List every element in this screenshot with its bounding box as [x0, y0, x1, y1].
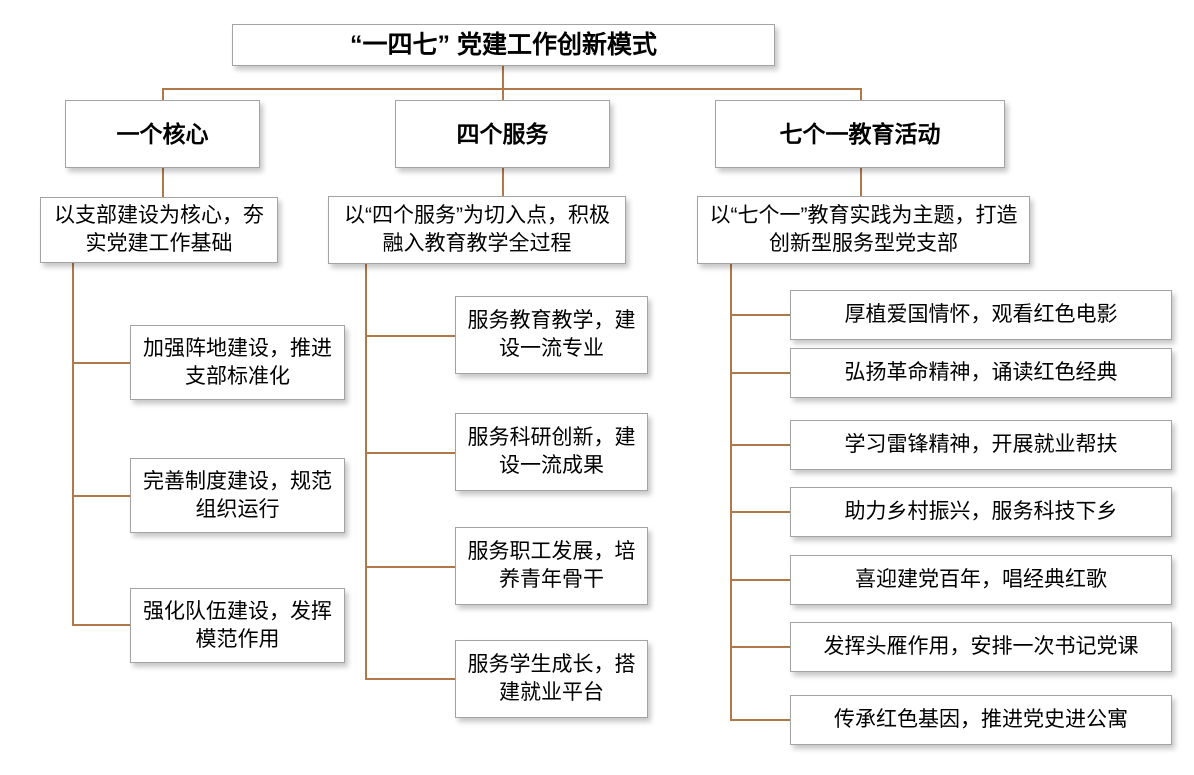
connector-line — [162, 88, 862, 90]
leaf-item: 传承红色基因，推进党史进公寓 — [790, 695, 1172, 745]
connector-line — [502, 88, 504, 101]
connector-line — [162, 168, 164, 198]
connector-line — [730, 719, 790, 721]
connector-line — [730, 372, 790, 374]
branch-description: 以“四个服务”为切入点，积极融入教育教学全过程 — [328, 196, 626, 264]
connector-line — [730, 511, 790, 513]
branch-header-seven-ones: 七个一教育活动 — [715, 100, 1005, 168]
connector-line — [365, 566, 455, 568]
connector-line — [730, 314, 790, 316]
connector-line — [860, 88, 862, 101]
connector-line — [860, 168, 862, 197]
leaf-item: 服务职工发展，培养青年骨干 — [455, 527, 648, 605]
connector-line — [730, 579, 790, 581]
connector-line — [365, 678, 455, 680]
connector-line — [365, 335, 455, 337]
leaf-item: 喜迎建党百年，唱经典红歌 — [790, 555, 1172, 605]
leaf-item: 完善制度建设，规范组织运行 — [130, 458, 345, 533]
leaf-item: 厚植爱国情怀，观看红色电影 — [790, 290, 1172, 340]
leaf-item: 弘扬革命精神，诵读红色经典 — [790, 348, 1172, 398]
connector-line — [72, 263, 74, 626]
connector-line — [162, 88, 164, 101]
branch-description: 以“七个一”教育实践为主题，打造创新型服务型党支部 — [697, 196, 1030, 264]
branch-header-one-core: 一个核心 — [65, 100, 260, 168]
leaf-item: 服务科研创新，建设一流成果 — [455, 413, 648, 491]
leaf-item: 强化队伍建设，发挥模范作用 — [130, 588, 345, 663]
connector-line — [502, 168, 504, 197]
leaf-item: 助力乡村振兴，服务科技下乡 — [790, 487, 1172, 537]
connector-line — [72, 362, 130, 364]
leaf-item: 学习雷锋精神，开展就业帮扶 — [790, 420, 1172, 470]
branch-description: 以支部建设为核心，夯实党建工作基础 — [40, 197, 278, 263]
connector-line — [72, 495, 130, 497]
leaf-item: 发挥头雁作用，安排一次书记党课 — [790, 622, 1172, 672]
connector-line — [502, 66, 504, 89]
leaf-item: 服务学生成长，搭建就业平台 — [455, 640, 648, 718]
connector-line — [730, 444, 790, 446]
branch-header-four-services: 四个服务 — [395, 100, 610, 168]
connector-line — [72, 624, 130, 626]
title-box: “一四七” 党建工作创新模式 — [232, 24, 775, 66]
connector-line — [365, 264, 367, 680]
connector-line — [730, 646, 790, 648]
connector-line — [730, 264, 732, 721]
leaf-item: 加强阵地建设，推进支部标准化 — [130, 325, 345, 400]
connector-line — [365, 452, 455, 454]
leaf-item: 服务教育教学，建设一流专业 — [455, 296, 648, 374]
